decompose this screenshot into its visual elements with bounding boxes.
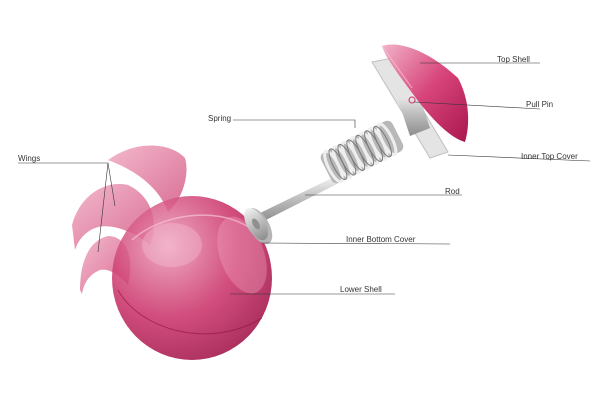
inner-bottom-cover-part	[244, 207, 273, 245]
spring-part	[320, 120, 404, 184]
top-shell-part	[381, 44, 469, 143]
inner-top-cover-part	[371, 57, 449, 159]
leader-inner-top-cover	[447, 154, 591, 162]
rod-part	[258, 176, 339, 222]
leader-inner-bottom-cover	[261, 242, 451, 245]
label-inner-bottom-cover: Inner Bottom Cover	[346, 235, 416, 244]
label-spring: Spring	[208, 114, 232, 123]
label-wings: Wings	[18, 154, 41, 163]
label-top-shell: Top Shell	[497, 55, 530, 64]
label-pull-pin: Pull Pin	[526, 100, 554, 109]
leader-lines	[18, 62, 591, 295]
leader-wings-v	[97, 162, 109, 253]
leader-pull-pin	[413, 101, 541, 110]
pull-pin-part	[408, 96, 416, 104]
label-rod: Rod	[445, 187, 460, 196]
leader-wings-2	[107, 162, 116, 207]
label-lower-shell: Lower Shell	[340, 285, 382, 294]
leader-spring	[233, 119, 356, 128]
label-inner-top-cover: Inner Top Cover	[521, 152, 578, 161]
wing-top	[108, 145, 187, 212]
